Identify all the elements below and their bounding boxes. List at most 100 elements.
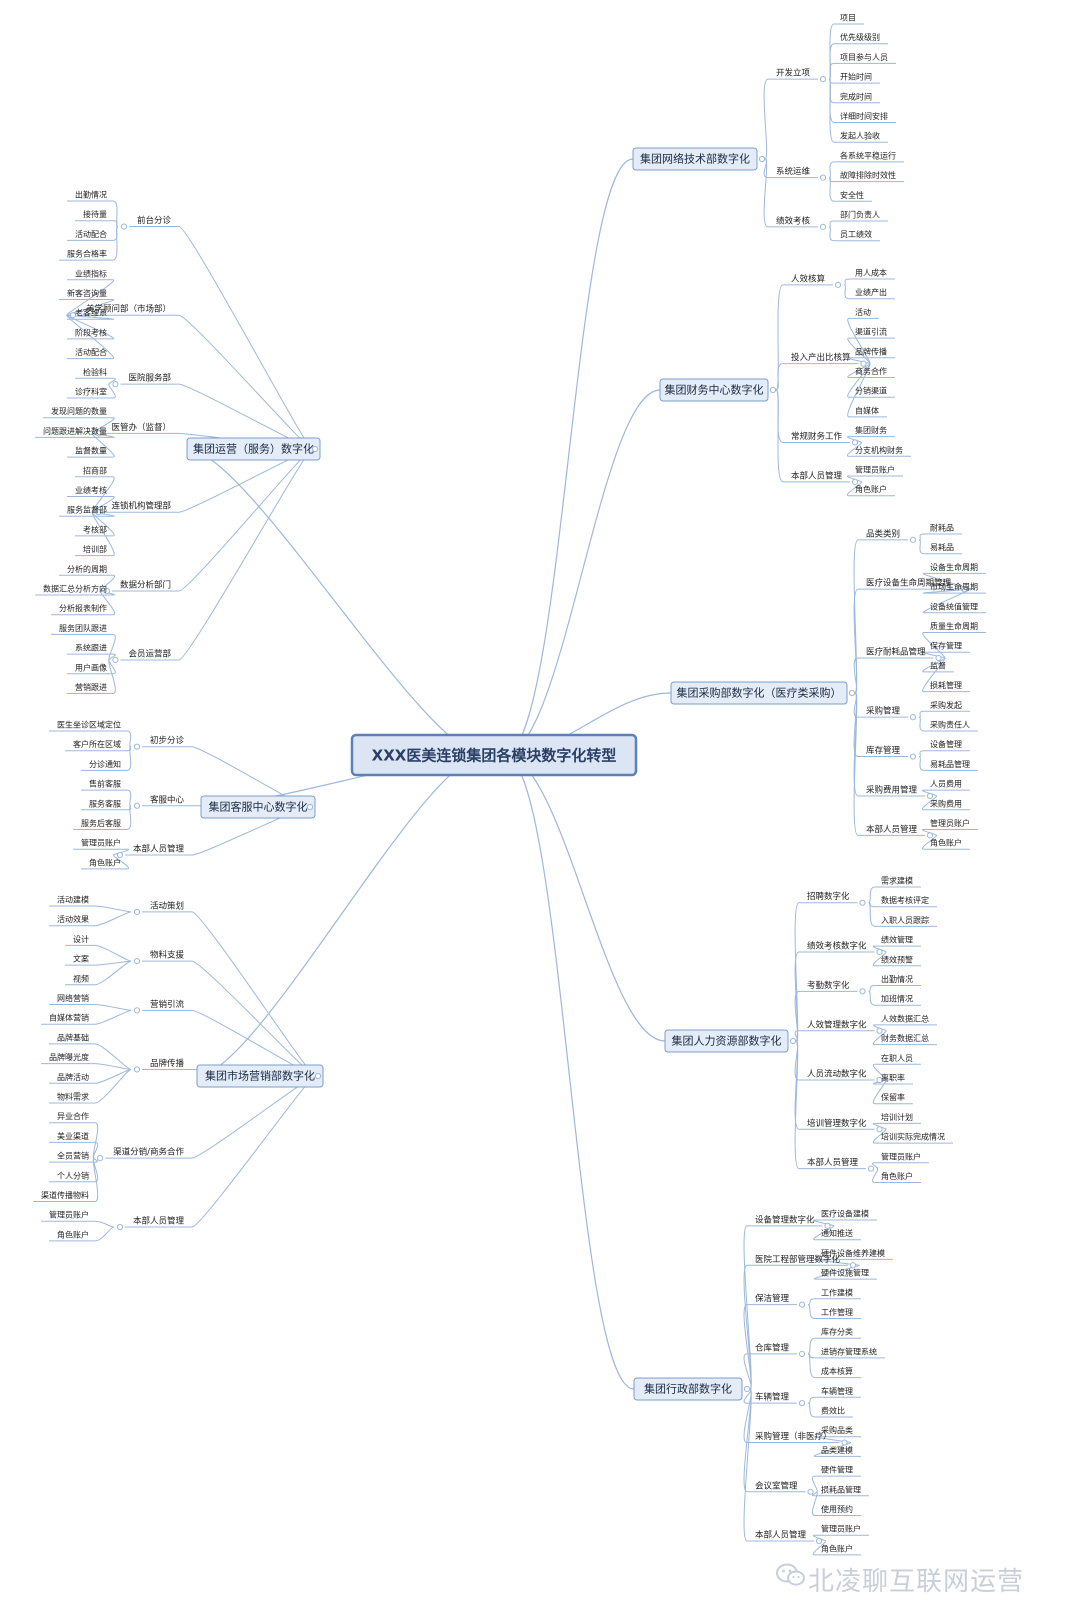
branch-collapse-toggle[interactable] <box>848 689 856 697</box>
connector-line <box>872 1128 887 1144</box>
leaf-label: 项目 <box>840 14 856 23</box>
group-collapse-toggle[interactable] <box>859 988 866 995</box>
group-collapse-toggle[interactable] <box>69 312 77 319</box>
connector-line <box>807 1353 816 1379</box>
center-node[interactable]: XXX医美连锁集团各模块数字化转型 <box>350 733 638 777</box>
leaf-label: 分诊通知 <box>89 759 121 769</box>
connector-line <box>112 200 119 228</box>
branch-label: 集团财务中心数字化 <box>665 383 764 397</box>
branch-collapse-toggle[interactable] <box>311 445 319 453</box>
group-collapse-toggle[interactable] <box>815 1537 823 1545</box>
branch-node[interactable]: 集团市场营销部数字化 <box>196 1064 324 1088</box>
group-label: 本部人员管理 <box>133 844 185 855</box>
group-collapse-toggle[interactable] <box>876 1027 883 1034</box>
leaf-label: 使用预约 <box>821 1504 853 1514</box>
group-label: 采购费用管理 <box>866 784 918 795</box>
group-collapse-toggle[interactable] <box>935 654 942 662</box>
group-collapse-toggle[interactable] <box>798 1350 806 1358</box>
group-collapse-toggle[interactable] <box>112 381 119 388</box>
branch-node[interactable]: 集团人力资源部数字化 <box>664 1029 789 1053</box>
branch-collapse-toggle[interactable] <box>769 386 777 394</box>
group-label: 医院工程部管理数字化 <box>755 1254 841 1265</box>
group-collapse-toggle[interactable] <box>807 1488 814 1495</box>
group-collapse-toggle[interactable] <box>841 1439 848 1446</box>
branch-collapse-toggle[interactable] <box>789 1037 797 1045</box>
connector-line <box>775 389 784 443</box>
connector-line <box>872 1030 887 1046</box>
group-collapse-toggle[interactable] <box>909 536 917 543</box>
group-collapse-toggle[interactable] <box>133 958 141 965</box>
connector-line <box>813 1219 835 1227</box>
connector-line <box>94 960 132 986</box>
leaf-label: 故障排除时效性 <box>840 170 896 180</box>
connector-line <box>178 448 313 592</box>
group-collapse-toggle[interactable] <box>926 792 934 800</box>
group-collapse-toggle[interactable] <box>926 832 934 839</box>
group-collapse-toggle[interactable] <box>909 714 917 721</box>
branch-node[interactable]: 集团客服中心数字化 <box>200 795 316 819</box>
leaf-label: 用户画像 <box>75 662 107 672</box>
group-collapse-toggle[interactable] <box>867 1165 875 1172</box>
leaf-label: 营销跟进 <box>75 682 107 692</box>
group-collapse-toggle[interactable] <box>876 1076 883 1084</box>
connector-line <box>66 314 115 360</box>
group-collapse-toggle[interactable] <box>960 586 968 593</box>
branch-node[interactable]: 集团网络技术部数字化 <box>632 147 758 171</box>
group-collapse-toggle[interactable] <box>824 1222 831 1229</box>
leaf-label: 设备管理 <box>930 739 962 749</box>
branch-collapse-toggle[interactable] <box>743 1385 751 1393</box>
branch-node[interactable]: 集团采购部数字化（医疗类采购） <box>670 681 848 705</box>
group-collapse-toggle[interactable] <box>849 1262 857 1269</box>
group-collapse-toggle[interactable] <box>834 281 842 288</box>
group-collapse-toggle[interactable] <box>120 223 128 230</box>
branch-node[interactable]: 集团运营（服务）数字化 <box>186 437 321 461</box>
group-collapse-toggle[interactable] <box>819 174 827 181</box>
group-collapse-toggle[interactable] <box>112 656 119 664</box>
group-collapse-toggle[interactable] <box>95 509 102 516</box>
connector-line <box>853 692 859 836</box>
group-collapse-toggle[interactable] <box>819 223 827 230</box>
group-label: 医管办（监督） <box>111 422 171 433</box>
leaf-label: 业绩指标 <box>75 268 107 278</box>
connector-line <box>91 511 115 557</box>
connector-line <box>814 1258 860 1266</box>
leaf-label: 新客咨询量 <box>67 288 107 298</box>
branch-box <box>200 795 316 819</box>
branch-label: 集团运营（服务）数字化 <box>193 442 314 456</box>
group-collapse-toggle[interactable] <box>859 899 866 906</box>
branch-node[interactable]: 集团行政部数字化 <box>633 1377 743 1401</box>
branch-label: 集团市场营销部数字化 <box>205 1069 315 1083</box>
group-collapse-toggle[interactable] <box>798 1400 806 1407</box>
group-collapse-toggle[interactable] <box>860 360 867 367</box>
group-collapse-toggle[interactable] <box>798 1301 806 1308</box>
group-collapse-toggle[interactable] <box>133 743 141 750</box>
group-collapse-toggle[interactable] <box>133 1007 141 1014</box>
group-collapse-toggle[interactable] <box>133 1066 141 1073</box>
group-collapse-toggle[interactable] <box>851 478 859 485</box>
branch-collapse-toggle[interactable] <box>306 803 314 811</box>
leaf-label: 接待量 <box>83 209 107 219</box>
group-collapse-toggle[interactable] <box>133 908 141 915</box>
group-collapse-toggle[interactable] <box>103 587 111 595</box>
group-collapse-toggle[interactable] <box>819 76 827 83</box>
group-collapse-toggle[interactable] <box>116 851 124 859</box>
group-collapse-toggle[interactable] <box>116 1223 124 1231</box>
branch-collapse-toggle[interactable] <box>314 1072 322 1080</box>
group-collapse-toggle[interactable] <box>97 1155 104 1162</box>
group-collapse-toggle[interactable] <box>876 948 883 956</box>
group-collapse-toggle[interactable] <box>851 439 859 446</box>
branch-collapse-toggle[interactable] <box>758 155 766 163</box>
group-label: 绩效考核 <box>776 215 811 226</box>
group-collapse-toggle[interactable] <box>133 802 141 809</box>
leaf-label: 离职率 <box>881 1073 905 1083</box>
group-collapse-toggle[interactable] <box>909 753 917 760</box>
connector-line <box>807 1304 816 1319</box>
leaf-label: 渠道引流 <box>855 327 887 337</box>
leaf-label: 阶段考核 <box>75 327 107 337</box>
group-label: 仓库管理 <box>755 1342 790 1353</box>
group-collapse-toggle[interactable] <box>876 1126 883 1133</box>
group-collapse-toggle[interactable] <box>95 430 102 437</box>
leaf-label: 员工绩效 <box>840 229 872 239</box>
group-label: 医疗设备生命周期管理 <box>866 578 952 589</box>
branch-node[interactable]: 集团财务中心数字化 <box>659 378 769 402</box>
